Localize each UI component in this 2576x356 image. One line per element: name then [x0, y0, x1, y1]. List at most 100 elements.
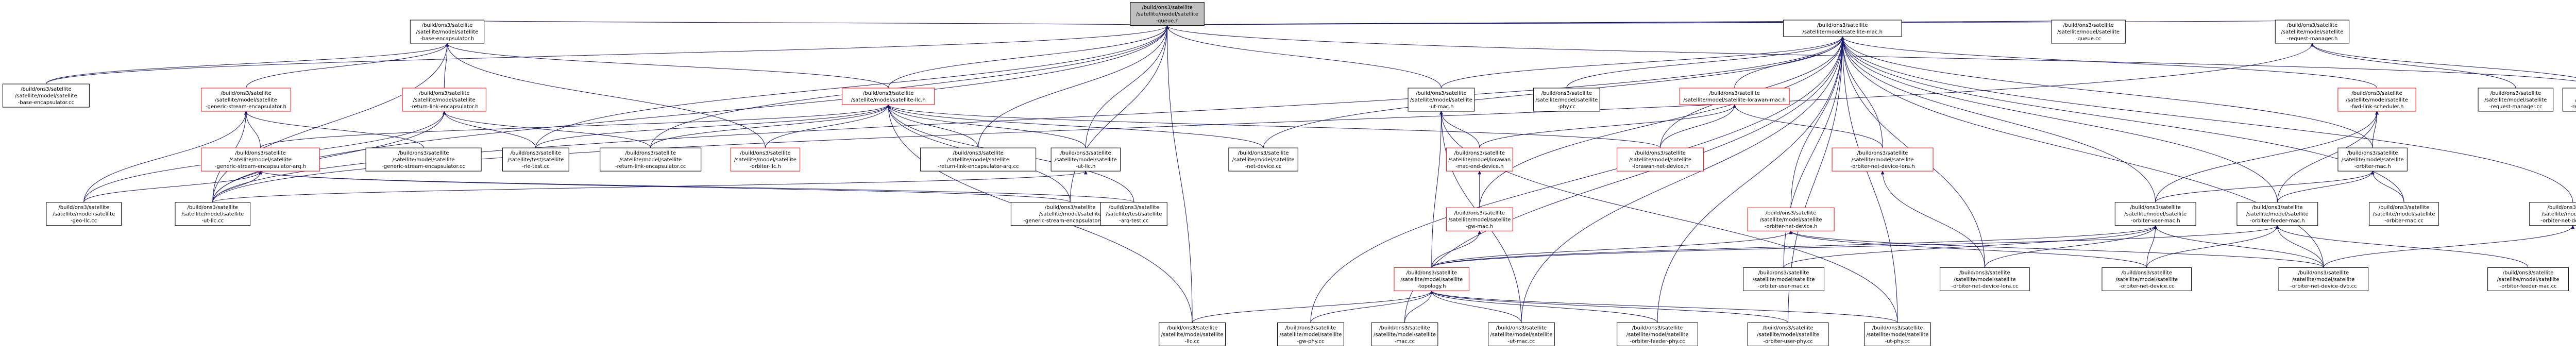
node-geoutllc[interactable]: /build/ons3/satellite/satellite/model/sa… [46, 202, 122, 226]
node-arqtestcc[interactable]: /build/ons3/satellite/satellite/test/sat… [1100, 202, 1167, 226]
node-lendmac[interactable]: /build/ons3/satellite/satellite/model/lo… [1446, 147, 1513, 172]
node-ondvb[interactable]: /build/ons3/satellite/satellite/model/sa… [2529, 202, 2576, 226]
node-lnetdev[interactable]: /build/ons3/satellite/satellite/model/sa… [1617, 147, 1704, 172]
node-label-line: -return-link-encapsulator-arq.cc [938, 164, 1019, 169]
node-label-line: /build/ons3/satellite [398, 150, 449, 156]
node-gsencap[interactable]: /build/ons3/satellite/satellite/model/sa… [201, 88, 291, 112]
node-label-line: -net-device.cc [1245, 164, 1282, 169]
node-label-line: -ut-mac.cc [1507, 338, 1535, 344]
node-reqmgr[interactable]: /build/ons3/satellite/satellite/model/sa… [2275, 20, 2350, 44]
node-ouphycc[interactable]: /build/ons3/satellite/satellite/model/sa… [1747, 322, 1829, 346]
node-phycc[interactable]: /build/ons3/satellite/satellite/model/sa… [1533, 88, 1600, 112]
node-label-line: /build/ons3/satellite [1817, 23, 1868, 28]
node-box [1940, 267, 2030, 291]
node-label-line: -geo-llc.cc [71, 218, 97, 224]
node-utphycc[interactable]: /build/ons3/satellite/satellite/model/sa… [1864, 322, 1931, 346]
node-rlenccc[interactable]: /build/ons3/satellite/satellite/model/sa… [600, 147, 702, 172]
node-label-line: /satellite/model/satellite [1161, 332, 1224, 337]
edge-utmaccc-to-topology [1430, 290, 1522, 323]
node-ondlcc[interactable]: /build/ons3/satellite/satellite/model/sa… [1940, 267, 2030, 291]
node-orbmac[interactable]: /build/ons3/satellite/satellite/model/sa… [2337, 147, 2408, 172]
node-label-line: -request-manager-test.cc [2570, 104, 2576, 110]
node-oumac[interactable]: /build/ons3/satellite/satellite/model/sa… [2114, 202, 2196, 226]
node-gsenccc[interactable]: /build/ons3/satellite/satellite/model/sa… [365, 147, 482, 172]
node-onetlora[interactable]: /build/ons3/satellite/satellite/model/sa… [1832, 147, 1934, 172]
edge-gsencarq-to-llc [260, 104, 890, 148]
node-ondvbcc[interactable]: /build/ons3/satellite/satellite/model/sa… [2278, 267, 2369, 291]
node-label-line: /satellite/model/satellite [2246, 212, 2309, 217]
node-label-line: /satellite/model/satellite [1400, 277, 1463, 282]
node-label-line: -mac-end-device.h [1455, 164, 1503, 169]
node-label-line: /build/ons3/satellite [1635, 150, 1686, 156]
node-netdevcc[interactable]: /build/ons3/satellite/satellite/model/sa… [1228, 147, 1298, 172]
node-label-line: /build/ons3/satellite [1454, 210, 1505, 216]
node-box [1394, 267, 1470, 291]
node-box [600, 147, 702, 172]
node-rlencarqcc[interactable]: /build/ons3/satellite/satellite/model/sa… [920, 147, 1037, 172]
node-box [1533, 88, 1600, 112]
node-box [1277, 322, 1344, 346]
node-root: /build/ons3/satellite/satellite/model/sa… [1130, 2, 1205, 26]
node-gsencarq[interactable]: /build/ons3/satellite/satellite/model/sa… [201, 147, 320, 172]
node-encap[interactable]: /build/ons3/satellite/satellite/model/sa… [410, 20, 485, 44]
node-ofphycc[interactable]: /build/ons3/satellite/satellite/model/sa… [1617, 322, 1698, 346]
node-label-line: /satellite/model/satellite [1136, 12, 1198, 18]
edge-onetdev-to-mac [1790, 36, 1844, 208]
node-reqtestcc[interactable]: /build/ons3/satellite/satellite/test/sat… [2562, 88, 2576, 112]
node-label-line: /build/ons3/satellite [953, 150, 1004, 156]
node-queuecc[interactable]: /build/ons3/satellite/satellite/model/sa… [2051, 20, 2126, 44]
edge-rlencarqcc-to-root [978, 25, 1170, 148]
node-box [842, 88, 935, 105]
node-gwphycc[interactable]: /build/ons3/satellite/satellite/model/sa… [1277, 322, 1344, 346]
node-utmaccc[interactable]: /build/ons3/satellite/satellite/model/sa… [1488, 322, 1555, 346]
node-label-line: /satellite/model/satellite [2342, 157, 2404, 163]
edge-ondlcc-to-onetlora [1880, 171, 1985, 268]
node-llccc[interactable]: /build/ons3/satellite/satellite/model/sa… [1159, 322, 1226, 346]
edge-oumac-to-orbmac [2155, 171, 2375, 202]
edge-netdevcc-to-llc [886, 104, 1264, 148]
node-utllccc[interactable]: /build/ons3/satellite/satellite/model/sa… [175, 202, 251, 226]
node-utllc[interactable]: /build/ons3/satellite/satellite/model/sa… [1050, 147, 1121, 172]
node-label-line: /satellite/model/satellite [1374, 332, 1436, 337]
node-label-line: -orbiter-feeder-phy.cc [1630, 338, 1685, 344]
node-utmac[interactable]: /build/ons3/satellite/satellite/model/sa… [1408, 88, 1475, 112]
node-encapcc[interactable]: /build/ons3/satellite/satellite/model/sa… [2, 83, 90, 108]
edge-ouphycc-to-topology [1430, 290, 1789, 323]
node-label-line: /satellite/model/satellite [619, 157, 682, 163]
node-lmac[interactable]: /build/ons3/satellite/satellite/model/sa… [1679, 88, 1790, 105]
node-box [1743, 267, 1824, 291]
edge-rlencarqcc-to-llc [886, 104, 979, 148]
node-label-line: -orbiter-user-phy.cc [1763, 338, 1812, 344]
node-label-line: -ut-mac.h [1429, 104, 1453, 110]
node-maccc[interactable]: /build/ons3/satellite/satellite/model/sa… [1371, 322, 1438, 346]
node-reqmgrcc[interactable]: /build/ons3/satellite/satellite/model/sa… [2478, 88, 2554, 112]
node-label-line: -arq-test.cc [1119, 218, 1148, 224]
node-ofmac[interactable]: /build/ons3/satellite/satellite/model/sa… [2236, 202, 2318, 226]
node-onetdev[interactable]: /build/ons3/satellite/satellite/model/sa… [1747, 207, 1835, 231]
node-rlencap[interactable]: /build/ons3/satellite/satellite/model/sa… [402, 88, 486, 112]
node-oumaccc[interactable]: /build/ons3/satellite/satellite/model/sa… [1743, 267, 1824, 291]
edge-orbmaccc-to-orbmac [2370, 171, 2404, 202]
node-label-line: /satellite/model/satellite [2124, 212, 2187, 217]
node-label-line: -gw-mac.h [1466, 224, 1493, 229]
node-mac[interactable]: /build/ons3/satellite/satellite/model/sa… [1783, 20, 1902, 37]
node-topology[interactable]: /build/ons3/satellite/satellite/model/sa… [1394, 267, 1470, 291]
node-rletestcc[interactable]: /build/ons3/satellite/satellite/test/sat… [502, 147, 569, 172]
node-label-line: /satellite/model/satellite [2346, 97, 2408, 103]
node-label-line: -orbiter-user-mac.h [2131, 218, 2180, 224]
node-gwmac[interactable]: /build/ons3/satellite/satellite/model/sa… [1446, 207, 1513, 231]
node-box [1446, 207, 1513, 231]
edge-llccc-to-root [1165, 25, 1193, 323]
node-orbmaccc[interactable]: /build/ons3/satellite/satellite/model/sa… [2369, 202, 2439, 226]
node-ofmaccc[interactable]: /build/ons3/satellite/satellite/model/sa… [2487, 267, 2569, 291]
node-llc[interactable]: /build/ons3/satellite/satellite/model/sa… [842, 88, 935, 105]
node-label-line: /build/ons3/satellite [2547, 205, 2576, 211]
node-orbllc[interactable]: /build/ons3/satellite/satellite/model/sa… [730, 147, 801, 172]
node-label-line: /build/ons3/satellite [511, 150, 562, 156]
node-label-line: /build/ons3/satellite [1766, 210, 1817, 216]
node-ondcc[interactable]: /build/ons3/satellite/satellite/model/sa… [2102, 267, 2192, 291]
node-label-line: /satellite/model/satellite [947, 157, 1009, 163]
edge-queuecc-to-root [1166, 20, 2089, 26]
node-fwdsched[interactable]: /build/ons3/satellite/satellite/model/sa… [2337, 88, 2416, 112]
